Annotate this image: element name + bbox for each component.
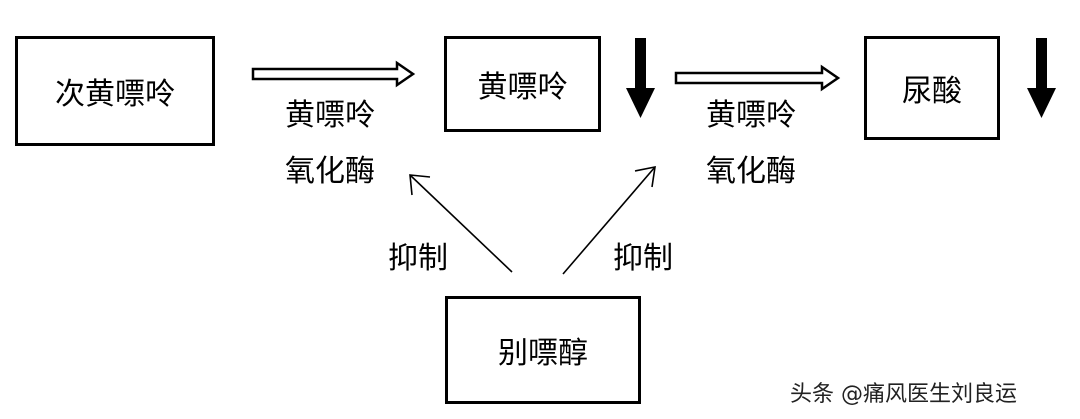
inhibit-label-2: 抑制 xyxy=(613,241,673,276)
inhibit-arrow-1 xyxy=(409,174,513,273)
inhibit-label-1: 抑制 xyxy=(388,241,448,276)
hollow-arrow-2 xyxy=(674,64,841,92)
uric-acid-box: 尿酸 xyxy=(864,36,1000,140)
down-arrow-xanthine xyxy=(626,38,655,118)
enzyme-2-line1: 黄嘌呤 xyxy=(706,98,796,133)
xanthine-box: 黄嘌呤 xyxy=(444,36,601,132)
watermark: 头条 @痛风医生刘良运 xyxy=(790,382,1017,407)
xanthine-label: 黄嘌呤 xyxy=(477,70,568,105)
uric-acid-label: 尿酸 xyxy=(902,74,962,109)
allopurinol-label: 别嘌醇 xyxy=(498,336,588,371)
allopurinol-box: 别嘌醇 xyxy=(445,296,641,404)
hypoxanthine-label: 次黄嘌呤 xyxy=(55,77,175,112)
inhibit-arrow-2 xyxy=(562,165,656,275)
enzyme-2-line2: 氧化酶 xyxy=(706,154,796,189)
down-arrow-uric-acid xyxy=(1027,38,1056,118)
enzyme-1-line1: 黄嘌呤 xyxy=(285,98,375,133)
enzyme-1-line2: 氧化酶 xyxy=(285,154,375,189)
hypoxanthine-box: 次黄嘌呤 xyxy=(15,36,215,146)
hollow-arrow-1 xyxy=(251,60,416,88)
